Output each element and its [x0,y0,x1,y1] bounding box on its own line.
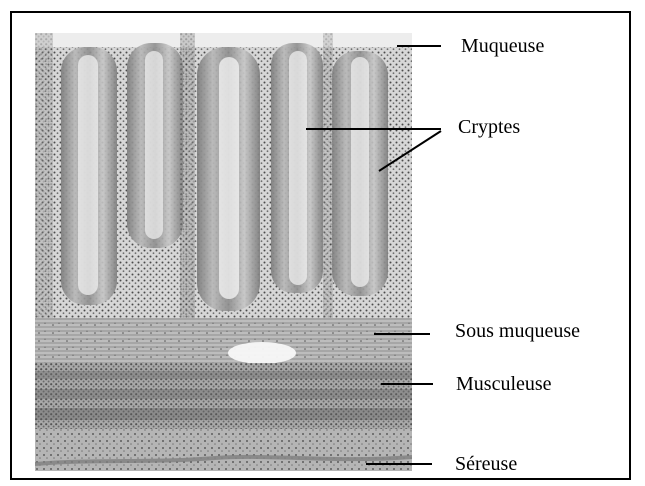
label-sous-muqueuse: Sous muqueuse [455,321,580,341]
label-cryptes: Cryptes [458,117,520,137]
crypt-group [61,43,388,311]
histology-illustration [35,33,412,471]
label-sereuse: Séreuse [455,454,517,474]
label-muqueuse: Muqueuse [461,36,544,56]
label-musculeuse: Musculeuse [456,374,552,394]
histology-image [35,33,412,471]
